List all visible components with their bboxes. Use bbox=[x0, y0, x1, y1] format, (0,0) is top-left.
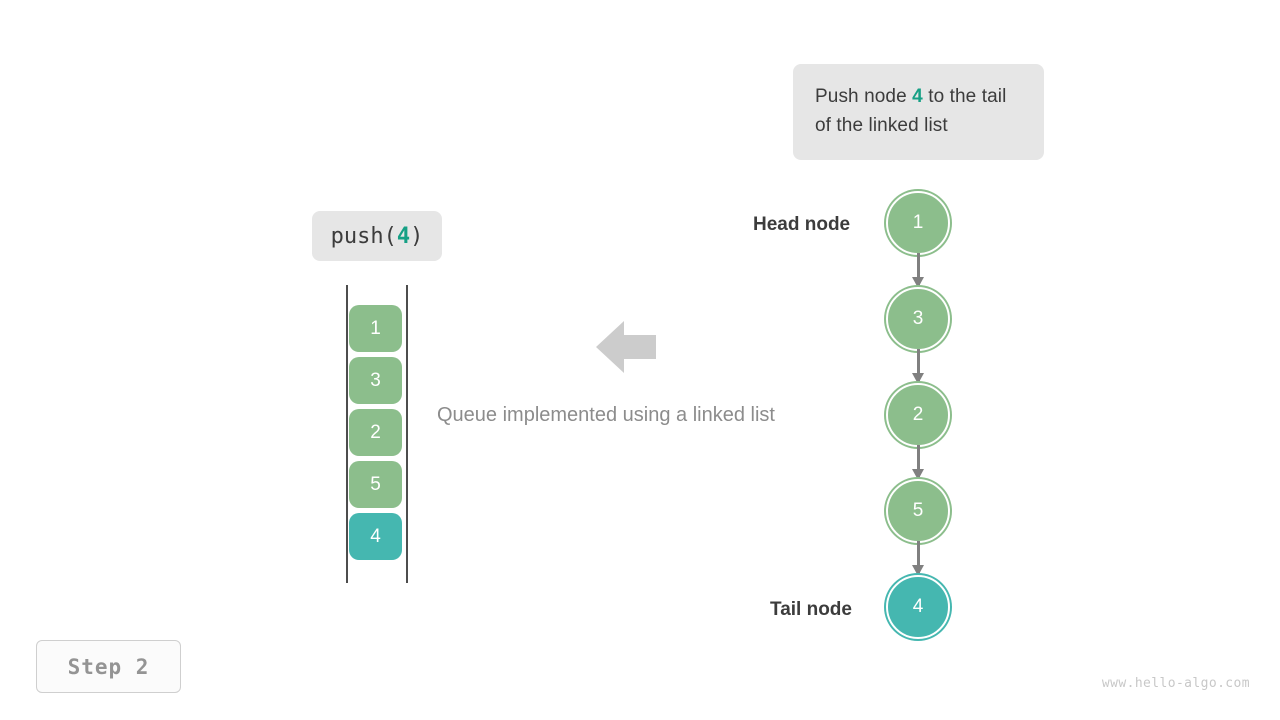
operation-open: push( bbox=[330, 223, 397, 249]
linked-list-node: 4 bbox=[886, 575, 950, 639]
linked-list-edge-arrow bbox=[912, 253, 924, 288]
queue-cell: 5 bbox=[349, 461, 402, 508]
figure-caption: Queue implemented using a linked list bbox=[437, 404, 775, 426]
callout-text-after: to the tail of the linked list bbox=[815, 86, 1007, 136]
head-node-label: Head node bbox=[753, 214, 851, 235]
operation-argument: 4 bbox=[396, 223, 411, 249]
watermark: www.hello-algo.com bbox=[1101, 676, 1250, 691]
queue-cell: 3 bbox=[349, 357, 402, 404]
linked-list-edge-arrow bbox=[912, 349, 924, 384]
queue-rail-right bbox=[406, 285, 408, 583]
linked-list-node: 5 bbox=[886, 479, 950, 543]
callout-box: Push node 4 to the tail of the linked li… bbox=[793, 64, 1044, 160]
queue-cell: 2 bbox=[349, 409, 402, 456]
linked-list-node: 2 bbox=[886, 383, 950, 447]
linked-list-node: 3 bbox=[886, 287, 950, 351]
step-badge: Step 2 bbox=[36, 640, 181, 693]
callout-text-before: Push node bbox=[815, 86, 913, 107]
linked-list-edge-arrow bbox=[912, 541, 924, 576]
queue-cell: 4 bbox=[349, 513, 402, 560]
linked-list-node: 1 bbox=[886, 191, 950, 255]
queue-rail-left bbox=[346, 285, 348, 583]
queue-array: 1 3 2 5 4 bbox=[349, 305, 402, 565]
linked-list: 1 3 2 5 4 bbox=[886, 191, 954, 647]
operation-close: ) bbox=[410, 223, 424, 249]
arrow-left-icon bbox=[596, 320, 656, 374]
operation-chip: push(4) bbox=[312, 211, 442, 261]
linked-list-edge-arrow bbox=[912, 445, 924, 480]
callout-highlight-value: 4 bbox=[912, 86, 923, 107]
tail-node-label: Tail node bbox=[770, 599, 852, 620]
queue-cell: 1 bbox=[349, 305, 402, 352]
